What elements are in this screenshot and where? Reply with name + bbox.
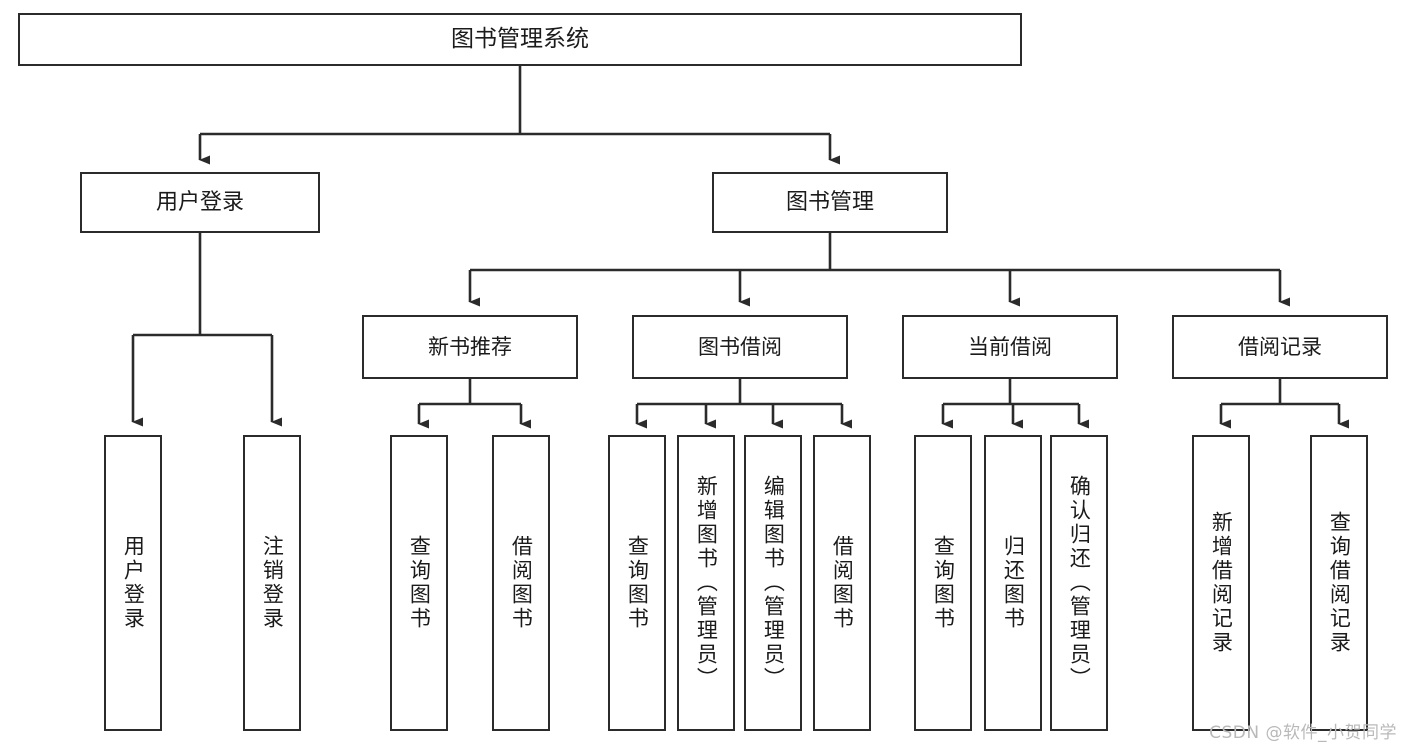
node-book-manage-label: 图书管理 (785, 189, 874, 215)
node-leaf-query-book-1[interactable]: 查询图书 (390, 435, 448, 731)
node-leaf-edit-book-label: 编辑图书（管理员） (761, 475, 786, 691)
node-leaf-borrow-book-2[interactable]: 借阅图书 (813, 435, 871, 731)
node-leaf-query-book-1-label: 查询图书 (407, 535, 432, 631)
watermark-text: CSDN @软件_小贺同学 (1209, 723, 1397, 743)
node-leaf-logout-label: 注销登录 (260, 535, 285, 631)
node-root[interactable]: 图书管理系统 (18, 13, 1022, 66)
node-leaf-query-record[interactable]: 查询借阅记录 (1310, 435, 1368, 731)
node-leaf-logout[interactable]: 注销登录 (243, 435, 301, 731)
node-leaf-query-record-label: 查询借阅记录 (1327, 511, 1352, 655)
node-leaf-query-book-3-label: 查询图书 (931, 535, 956, 631)
node-root-label: 图书管理系统 (451, 25, 589, 52)
node-book-borrow[interactable]: 图书借阅 (632, 315, 848, 379)
node-current-borrow[interactable]: 当前借阅 (902, 315, 1118, 379)
node-new-book-recommend[interactable]: 新书推荐 (362, 315, 578, 379)
node-book-borrow-label: 图书借阅 (698, 334, 782, 359)
node-leaf-confirm-return-label: 确认归还（管理员） (1067, 475, 1092, 691)
node-leaf-add-record[interactable]: 新增借阅记录 (1192, 435, 1250, 731)
node-user-login-label: 用户登录 (155, 189, 244, 215)
node-borrow-record[interactable]: 借阅记录 (1172, 315, 1388, 379)
node-leaf-return-book[interactable]: 归还图书 (984, 435, 1042, 731)
node-leaf-user-login[interactable]: 用户登录 (104, 435, 162, 731)
node-leaf-confirm-return[interactable]: 确认归还（管理员） (1050, 435, 1108, 731)
node-leaf-borrow-book-1[interactable]: 借阅图书 (492, 435, 550, 731)
node-new-book-recommend-label: 新书推荐 (428, 334, 512, 359)
node-leaf-query-book-2[interactable]: 查询图书 (608, 435, 666, 731)
node-leaf-add-record-label: 新增借阅记录 (1209, 511, 1234, 655)
node-leaf-add-book[interactable]: 新增图书（管理员） (677, 435, 735, 731)
node-borrow-record-label: 借阅记录 (1238, 334, 1322, 359)
node-leaf-query-book-3[interactable]: 查询图书 (914, 435, 972, 731)
node-current-borrow-label: 当前借阅 (968, 334, 1052, 359)
node-leaf-borrow-book-1-label: 借阅图书 (509, 535, 534, 631)
node-leaf-edit-book[interactable]: 编辑图书（管理员） (744, 435, 802, 731)
node-leaf-user-login-label: 用户登录 (121, 535, 146, 631)
node-leaf-add-book-label: 新增图书（管理员） (694, 475, 719, 691)
node-leaf-borrow-book-2-label: 借阅图书 (830, 535, 855, 631)
node-leaf-return-book-label: 归还图书 (1001, 535, 1026, 631)
node-book-manage[interactable]: 图书管理 (712, 172, 948, 233)
node-leaf-query-book-2-label: 查询图书 (625, 535, 650, 631)
node-user-login[interactable]: 用户登录 (80, 172, 320, 233)
